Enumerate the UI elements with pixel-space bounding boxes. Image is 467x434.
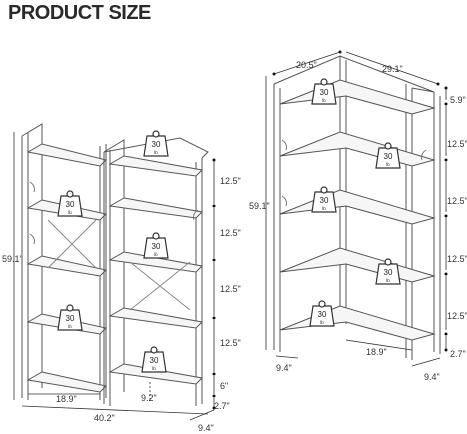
- right-unit-labels: 20.5" 29.1" 59.1" 5.9" 12.5" 12.5" 12.5"…: [249, 60, 467, 382]
- weight-value: 30: [66, 314, 75, 323]
- top-gap-label: 5.9": [450, 95, 466, 105]
- weight-unit: lb: [68, 210, 72, 215]
- weight-badge-icon: 30 lb: [57, 190, 83, 217]
- left-width-label: 18.9": [56, 394, 77, 404]
- weight-badge-icon: 30 lb: [311, 186, 337, 213]
- weight-value: 30: [320, 88, 329, 97]
- left-foot-height-label: 2.7": [214, 401, 230, 411]
- weight-badge-icon: 30 lb: [375, 258, 401, 285]
- weight-badge-icon: 30 lb: [375, 142, 401, 169]
- weight-unit: lb: [68, 324, 72, 329]
- bottom-width-label: 18.9": [366, 347, 387, 357]
- left-shelf-spacing-label: 12.5": [220, 176, 241, 186]
- weight-badge-icon: 30 lb: [309, 300, 335, 327]
- weight-unit: lb: [386, 278, 390, 283]
- left-bookshelf: [21, 123, 209, 406]
- right-shelf-spacing-label: 12.5": [447, 254, 467, 264]
- weight-value: 30: [318, 310, 327, 319]
- top-depth-label: 20.5": [296, 60, 317, 70]
- left-shelf-spacing-label: 12.5": [220, 284, 241, 294]
- corner-bookshelf: [273, 55, 441, 360]
- weight-value: 30: [384, 152, 393, 161]
- left-unit-labels: 59.1" 12.5" 12.5" 12.5" 12.5" 6" 2.7" 18…: [2, 176, 241, 433]
- right-shelf-spacing-label: 12.5": [447, 311, 467, 321]
- weight-unit: lb: [320, 320, 324, 325]
- weight-unit: lb: [152, 366, 156, 371]
- weight-value: 30: [384, 268, 393, 277]
- weight-unit: lb: [322, 98, 326, 103]
- weight-badge-icon: 30 lb: [143, 130, 169, 157]
- left-shelf-spacing-label: 12.5": [220, 228, 241, 238]
- weight-unit: lb: [154, 252, 158, 257]
- right-overall-height-label: 59.1": [249, 201, 270, 211]
- page-title: PRODUCT SIZE: [8, 2, 151, 24]
- left-depth-label: 9.4": [198, 423, 214, 433]
- weight-badge-icon: 30 lb: [143, 232, 169, 259]
- right-shelf-spacing-label: 12.5": [447, 139, 467, 149]
- weight-badge-icon: 30 lb: [57, 304, 83, 331]
- weight-badge-icon: 30 lb: [311, 78, 337, 105]
- top-width-label: 29.1": [382, 64, 403, 74]
- total-width-label: 40.2": [94, 413, 115, 423]
- right-shelf-spacing-label: 12.5": [447, 196, 467, 206]
- weight-badges: 30 lb 30 lb 30 lb 30 lb 30 lb: [57, 78, 401, 373]
- weight-unit: lb: [386, 162, 390, 167]
- bottom-depth-left-label: 9.4": [276, 363, 292, 373]
- weight-unit: lb: [154, 150, 158, 155]
- left-bottom-gap-label: 6": [220, 381, 228, 391]
- weight-badge-icon: 30 lb: [141, 346, 167, 373]
- weight-value: 30: [150, 356, 159, 365]
- dimension-lines: [13, 51, 447, 421]
- weight-value: 30: [152, 242, 161, 251]
- weight-value: 30: [320, 196, 329, 205]
- left-overall-height-label: 59.1": [2, 254, 23, 264]
- weight-unit: lb: [322, 206, 326, 211]
- weight-value: 30: [66, 200, 75, 209]
- right-foot-height-label: 2.7": [450, 349, 466, 359]
- weight-value: 30: [152, 140, 161, 149]
- left-shelf-spacing-label: 12.5": [220, 338, 241, 348]
- bottom-depth-right-label: 9.4": [424, 372, 440, 382]
- right-inner-label: 9.2": [141, 393, 157, 403]
